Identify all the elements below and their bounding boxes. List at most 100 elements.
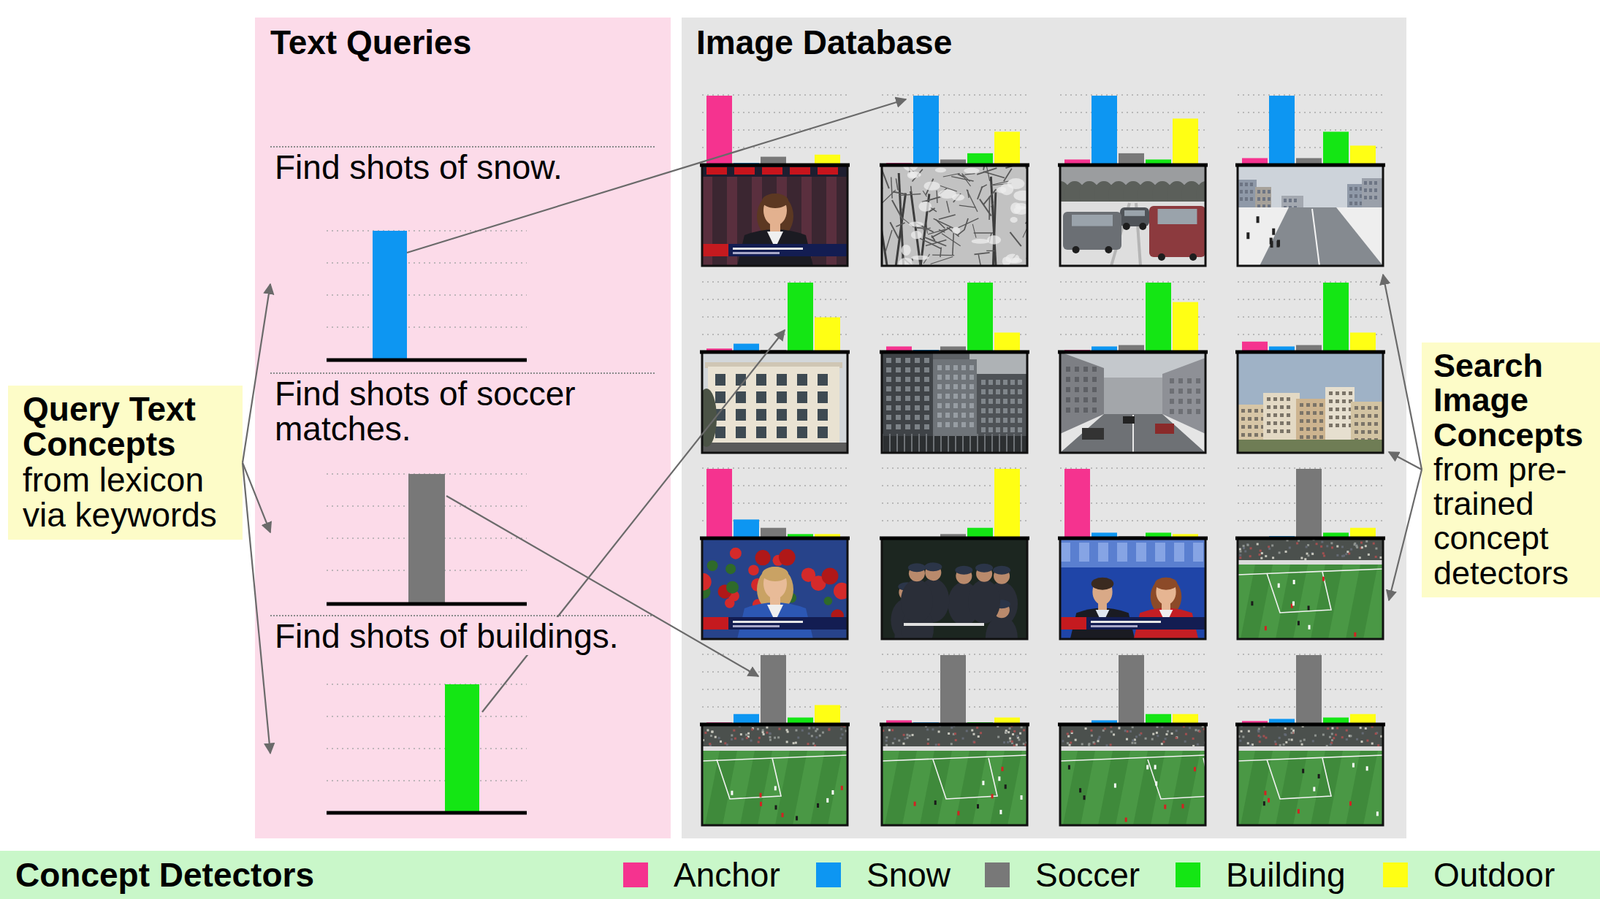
branch <box>977 186 983 200</box>
flower <box>702 584 711 600</box>
branch <box>895 222 905 227</box>
fence-post <box>954 433 957 453</box>
spectator <box>1020 726 1023 729</box>
grid-line <box>881 467 1028 470</box>
car <box>1149 206 1206 258</box>
window <box>1187 388 1192 394</box>
window <box>1003 379 1008 386</box>
photo <box>702 724 848 826</box>
tree <box>702 388 717 448</box>
window <box>1273 421 1278 426</box>
window <box>924 367 930 373</box>
spectator <box>1331 739 1334 742</box>
window <box>945 384 950 390</box>
spectator <box>1332 737 1335 740</box>
player <box>976 804 979 809</box>
spectator <box>814 729 817 733</box>
spectator <box>1192 745 1195 748</box>
window <box>1092 366 1097 372</box>
window <box>905 414 911 421</box>
spectator <box>845 729 848 733</box>
spectator <box>1117 727 1120 730</box>
score-bar <box>1242 721 1268 725</box>
spectator <box>801 729 804 733</box>
spectator <box>710 734 713 738</box>
concept-bar <box>444 684 480 814</box>
spectator <box>950 726 953 730</box>
spectator <box>1096 740 1099 743</box>
tree-trunk <box>898 173 904 266</box>
spectator <box>1258 728 1261 731</box>
turf-stripe <box>827 751 848 826</box>
window <box>1361 430 1365 434</box>
grid-line <box>326 715 527 718</box>
player <box>1114 783 1117 789</box>
score-bar <box>1323 532 1349 539</box>
window <box>1169 409 1175 415</box>
pedestrian <box>1276 241 1280 248</box>
spectator <box>1306 553 1309 556</box>
window <box>961 374 966 380</box>
turf-stripe <box>1293 564 1326 640</box>
score-bar <box>1296 345 1322 353</box>
grid-line <box>702 502 848 505</box>
spectator <box>1260 557 1263 560</box>
photo-frame <box>881 352 1028 453</box>
branch <box>938 214 956 220</box>
spectator <box>769 739 772 742</box>
spectator <box>1175 736 1178 739</box>
spectator <box>1013 730 1016 733</box>
spectator <box>762 733 765 736</box>
window <box>1241 433 1245 437</box>
chart-baseline <box>1057 163 1208 168</box>
window <box>1241 425 1245 429</box>
grid-line <box>881 333 1028 336</box>
spectator <box>1360 740 1363 744</box>
player <box>1308 625 1311 630</box>
hair <box>756 566 794 613</box>
branch <box>919 238 942 249</box>
window <box>988 379 993 386</box>
window <box>886 414 892 421</box>
spectator <box>1244 550 1247 553</box>
player <box>1068 765 1071 771</box>
spectator <box>1330 542 1333 545</box>
window <box>1003 398 1008 405</box>
grid-line <box>881 298 1028 301</box>
score-bar <box>1118 345 1145 353</box>
snow-clump <box>1005 253 1020 264</box>
spectator <box>786 730 790 733</box>
grid-line <box>881 129 1028 131</box>
flower <box>778 549 796 567</box>
player <box>816 803 819 809</box>
window <box>969 384 974 390</box>
street-level <box>702 442 848 453</box>
window <box>1187 378 1192 384</box>
snow-clump <box>898 257 914 266</box>
building <box>1237 404 1267 453</box>
window <box>953 393 958 399</box>
photo <box>881 352 1028 453</box>
spectator <box>1007 731 1010 734</box>
window <box>1266 397 1271 402</box>
person-body <box>890 598 923 640</box>
score-bar <box>814 154 841 166</box>
window <box>1195 388 1201 394</box>
window <box>1010 427 1015 433</box>
window <box>969 365 974 371</box>
spectator <box>938 730 941 733</box>
spectator <box>1301 725 1305 728</box>
spectator <box>1300 557 1303 560</box>
window <box>937 374 942 380</box>
window <box>937 422 942 428</box>
window <box>1299 419 1304 424</box>
spectator <box>751 728 754 731</box>
window <box>1092 387 1097 393</box>
grid-line <box>1237 94 1384 96</box>
window <box>1364 181 1367 185</box>
callout-box: Search Image Conceptsfrom pre-trained co… <box>1421 342 1600 598</box>
spectator <box>1284 734 1287 737</box>
window <box>1369 181 1373 185</box>
grid-line <box>1237 485 1384 487</box>
window <box>776 426 787 439</box>
